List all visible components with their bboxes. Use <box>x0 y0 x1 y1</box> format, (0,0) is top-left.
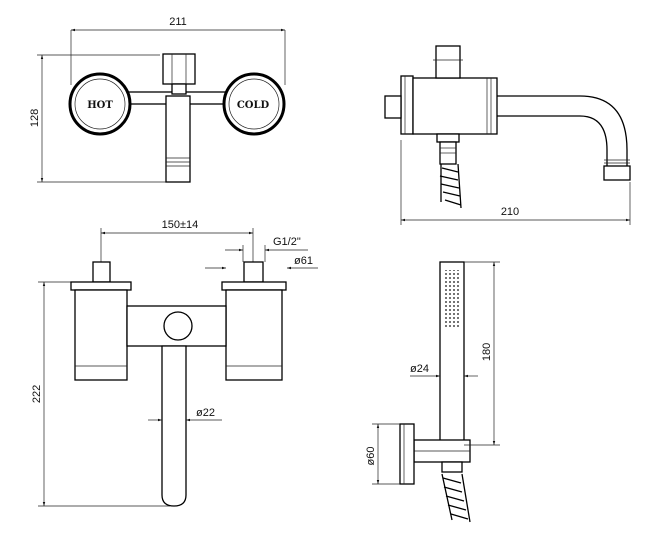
top-view: 150±14 G1/2" ø61 222 <box>31 219 318 507</box>
hot-label: HOT <box>87 100 113 111</box>
overall-height-dimension: 222 <box>31 281 170 507</box>
side-view: 210 <box>384 45 631 225</box>
hot-knob: HOT <box>68 72 132 136</box>
height-dimension: 128 <box>29 54 166 183</box>
handle-diameter-label: ø24 <box>410 363 429 375</box>
spout-diameter-dimension: ø22 <box>148 407 222 422</box>
handle-diameter-dimension: ø24 <box>410 363 478 378</box>
length-dimension-label: 210 <box>501 206 519 218</box>
length-dimension: 210 <box>400 140 631 225</box>
cold-label: COLD <box>237 100 270 111</box>
spout-diameter-label: ø22 <box>196 407 215 419</box>
shower-length-label: 180 <box>481 343 493 361</box>
thread-dimension-label: G1/2" <box>273 236 301 248</box>
thread-dimension: G1/2" <box>225 236 308 262</box>
height-dimension-label: 128 <box>29 109 41 127</box>
knob-diameter-dimension: ø61 <box>205 255 318 270</box>
front-view: 211 128 HOT COLD <box>29 16 286 183</box>
holder-diameter-label: ø60 <box>365 447 377 466</box>
width-dimension: 211 <box>70 16 286 85</box>
knob-diameter-label: ø61 <box>294 255 313 267</box>
cold-knob: COLD <box>222 72 286 136</box>
width-dimension-label: 211 <box>169 16 187 28</box>
spacing-dimension-label: 150±14 <box>162 219 199 231</box>
shower-length-dimension: 180 <box>464 261 500 446</box>
overall-height-label: 222 <box>31 385 43 403</box>
holder-diameter-dimension: ø60 <box>365 423 400 485</box>
hand-shower-view: 180 ø24 ø60 <box>365 261 500 523</box>
spacing-dimension: 150±14 <box>100 219 254 262</box>
